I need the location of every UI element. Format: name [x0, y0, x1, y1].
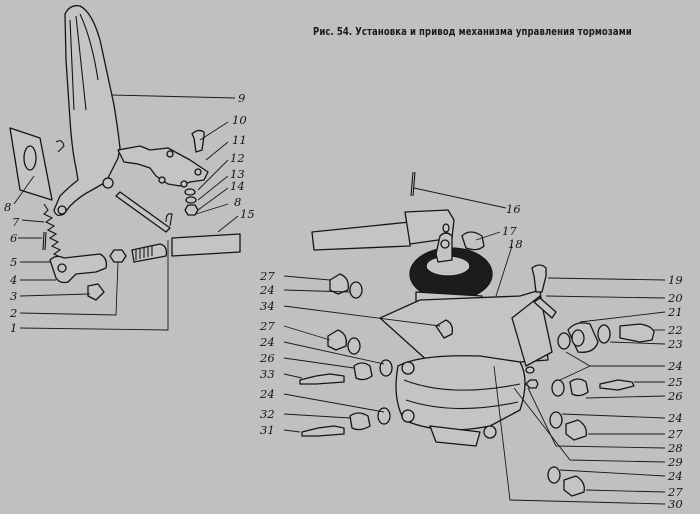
callout-24-c: 24	[259, 387, 275, 401]
callout-20: 20	[667, 291, 683, 305]
callout-6: 6	[10, 231, 17, 245]
left-leader-lines	[13, 94, 239, 331]
callout-22: 22	[667, 323, 683, 337]
callout-15: 15	[240, 207, 255, 221]
floor-panel	[171, 233, 241, 257]
left-callout-labels: 9 10 11 12 13 14 8 15 8 7 6 5 4 3 2 1	[4, 91, 255, 335]
callout-17: 17	[502, 224, 517, 238]
washer-12	[184, 188, 196, 196]
bolt-19	[531, 264, 547, 293]
callout-28: 28	[667, 441, 683, 455]
callout-19: 19	[668, 273, 683, 287]
washer-24-bottom	[547, 466, 561, 484]
washer-13	[185, 196, 197, 204]
callout-24-f: 24	[667, 469, 683, 483]
fitting-26-right	[569, 378, 589, 397]
plug-27-top-left	[329, 273, 349, 295]
cotter-pin-16	[410, 171, 416, 197]
callout-10: 10	[232, 113, 247, 127]
pin-17	[461, 231, 485, 251]
washer-24-mid	[551, 379, 565, 397]
plug-27-mid-left	[327, 329, 347, 351]
callout-27-d: 27	[667, 485, 683, 499]
callout-8-left: 8	[4, 200, 11, 214]
callout-8-right: 8	[234, 195, 241, 209]
callout-16: 16	[506, 202, 521, 216]
sensor-25	[599, 379, 635, 391]
cotter-pin-6	[42, 231, 47, 251]
fitting-20	[533, 297, 557, 319]
callout-27-b: 27	[259, 319, 275, 333]
callout-26-b: 26	[667, 389, 683, 403]
callout-27-c: 27	[667, 427, 683, 441]
callout-11: 11	[232, 133, 247, 147]
threaded-rod-1	[131, 243, 168, 263]
callout-24-a: 24	[259, 283, 275, 297]
callout-32: 32	[260, 407, 275, 421]
callout-33: 33	[260, 367, 275, 381]
plug-27-upper	[565, 419, 587, 441]
washer-23	[597, 324, 611, 344]
callout-34: 34	[260, 299, 275, 313]
callout-27-a: 27	[259, 269, 275, 283]
callout-3: 3	[10, 289, 17, 303]
callout-14: 14	[230, 179, 245, 193]
washer-24-upper	[557, 332, 571, 350]
valve-lever	[311, 221, 411, 251]
callout-13: 13	[230, 167, 245, 181]
callout-24-b: 24	[259, 335, 275, 349]
washer-24-centre	[379, 359, 393, 377]
brake-pedal-assembly	[9, 5, 241, 301]
pedal-arm	[53, 5, 121, 216]
callout-2: 2	[9, 306, 17, 320]
brake-valve-assembly	[299, 171, 655, 497]
bolt-10	[191, 129, 205, 153]
washer-24-low-left	[377, 407, 391, 425]
sensor-31	[301, 425, 345, 437]
callout-9: 9	[238, 91, 245, 105]
callout-30: 30	[668, 497, 683, 511]
nut-14	[184, 204, 199, 216]
callout-25: 25	[667, 375, 683, 389]
clevis-pin-3	[87, 283, 105, 301]
washer-24-mid-left	[347, 337, 361, 355]
washer-24-lower	[549, 411, 563, 429]
push-rod	[115, 191, 171, 233]
callout-18: 18	[508, 237, 523, 251]
callout-7: 7	[12, 215, 20, 229]
clevis-fork	[49, 253, 108, 284]
callout-1: 1	[10, 321, 17, 335]
right-callout-labels: 16 17 18 27 24 34 27 24 26 33 24 32 31 1…	[259, 202, 683, 511]
callout-23: 23	[667, 337, 683, 351]
washer-24-top-left	[349, 281, 363, 299]
callout-21: 21	[667, 305, 683, 319]
callout-12: 12	[230, 151, 245, 165]
pedal-bracket	[117, 145, 209, 188]
sensor-33	[299, 373, 345, 385]
callout-26-a: 26	[259, 351, 275, 365]
plug-27-lower	[563, 475, 585, 497]
bolt-34	[435, 319, 454, 339]
callout-31: 31	[260, 423, 275, 437]
callout-29: 29	[667, 455, 683, 469]
cotter-pin-8	[165, 213, 173, 227]
fitting-32	[349, 412, 371, 431]
callout-5: 5	[10, 255, 17, 269]
right-leader-lines	[283, 187, 666, 505]
lock-nut-2	[109, 249, 127, 263]
figure-caption: Рис. 54. Установка и привод механизма уп…	[313, 26, 632, 38]
callout-24-d: 24	[667, 359, 683, 373]
callout-4: 4	[9, 273, 17, 287]
callout-24-e: 24	[667, 411, 683, 425]
fitting-26-left	[353, 362, 373, 381]
valve-housing	[395, 355, 526, 431]
banjo-bolt-22	[619, 323, 655, 343]
